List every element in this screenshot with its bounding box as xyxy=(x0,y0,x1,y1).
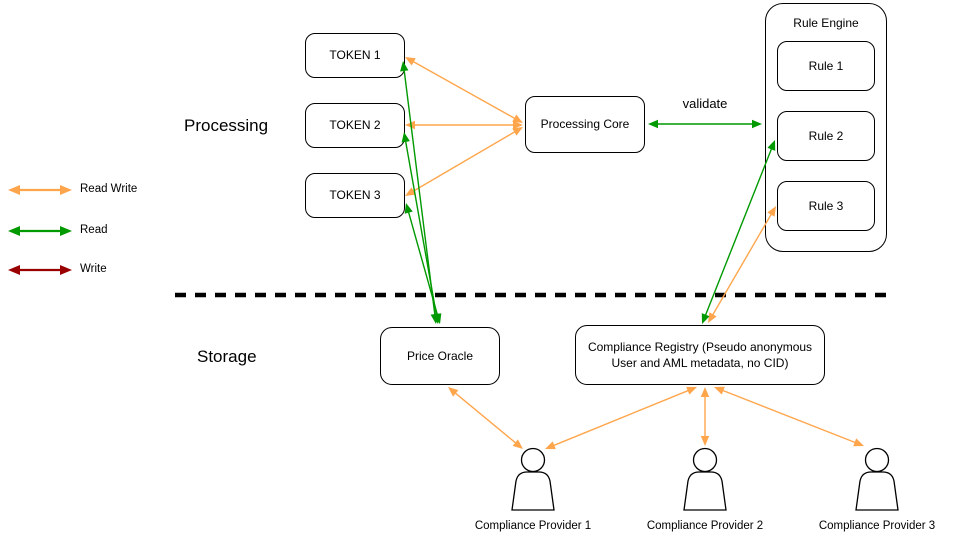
person-icon-compliance-provider-3[interactable] xyxy=(855,447,899,511)
compliance-provider-3-label: Compliance Provider 3 xyxy=(818,520,936,532)
node-token-2[interactable]: TOKEN 2 xyxy=(305,103,405,148)
legend-label-write: Write xyxy=(80,263,107,275)
edge-core-token1 xyxy=(405,57,523,123)
node-token-3-label: TOKEN 3 xyxy=(329,188,381,203)
compliance-provider-1-label: Compliance Provider 1 xyxy=(474,520,592,532)
legend-arrow-read xyxy=(8,225,72,237)
compliance-provider-2-label: Compliance Provider 2 xyxy=(646,520,764,532)
person-icon-compliance-provider-1[interactable] xyxy=(511,447,555,511)
node-compliance-registry-label: Compliance Registry (Pseudo anonymous Us… xyxy=(587,339,813,370)
legend-arrow-read_write xyxy=(8,184,72,196)
edge-core-token2 xyxy=(405,120,523,130)
node-processing-core[interactable]: Processing Core xyxy=(525,96,645,153)
edge-registry-provider3 xyxy=(714,386,864,447)
node-price-oracle-label: Price Oracle xyxy=(406,348,474,363)
storage-section-label: Storage xyxy=(197,347,257,366)
node-rule-1[interactable]: Rule 1 xyxy=(777,41,875,91)
node-token-3[interactable]: TOKEN 3 xyxy=(305,173,405,218)
node-price-oracle[interactable]: Price Oracle xyxy=(380,327,500,385)
legend-label-read: Read xyxy=(80,224,108,236)
legend-arrow-write xyxy=(8,264,72,276)
edge-registry-provider2 xyxy=(700,387,710,446)
node-rule-2[interactable]: Rule 2 xyxy=(777,111,875,161)
node-rule-3[interactable]: Rule 3 xyxy=(777,181,875,231)
edge-oracle-token3 xyxy=(404,203,442,324)
processing-section-label: Processing xyxy=(184,116,269,135)
edge-oracle-provider1 xyxy=(448,387,523,449)
node-processing-core-label: Processing Core xyxy=(540,117,630,132)
edge-oracle-token2 xyxy=(401,132,441,324)
node-rule-2-label: Rule 2 xyxy=(808,128,844,143)
edge-core-token3 xyxy=(405,127,523,196)
validate-edge-label: validate xyxy=(682,96,728,111)
edge-core-ruleengine-validate xyxy=(648,119,762,129)
edge-oracle-token1 xyxy=(400,61,439,324)
node-compliance-registry[interactable]: Compliance Registry (Pseudo anonymous Us… xyxy=(575,325,825,385)
edge-registry-provider1 xyxy=(545,386,697,450)
node-token-2-label: TOKEN 2 xyxy=(329,118,381,133)
node-token-1-label: TOKEN 1 xyxy=(329,48,381,63)
node-rule-3-label: Rule 3 xyxy=(808,198,844,213)
node-rule-engine-label: Rule Engine xyxy=(793,16,859,30)
node-token-1[interactable]: TOKEN 1 xyxy=(305,33,405,78)
person-icon-compliance-provider-2[interactable] xyxy=(683,447,727,511)
node-rule-1-label: Rule 1 xyxy=(808,58,844,73)
legend-label-read-write: Read Write xyxy=(80,183,138,195)
